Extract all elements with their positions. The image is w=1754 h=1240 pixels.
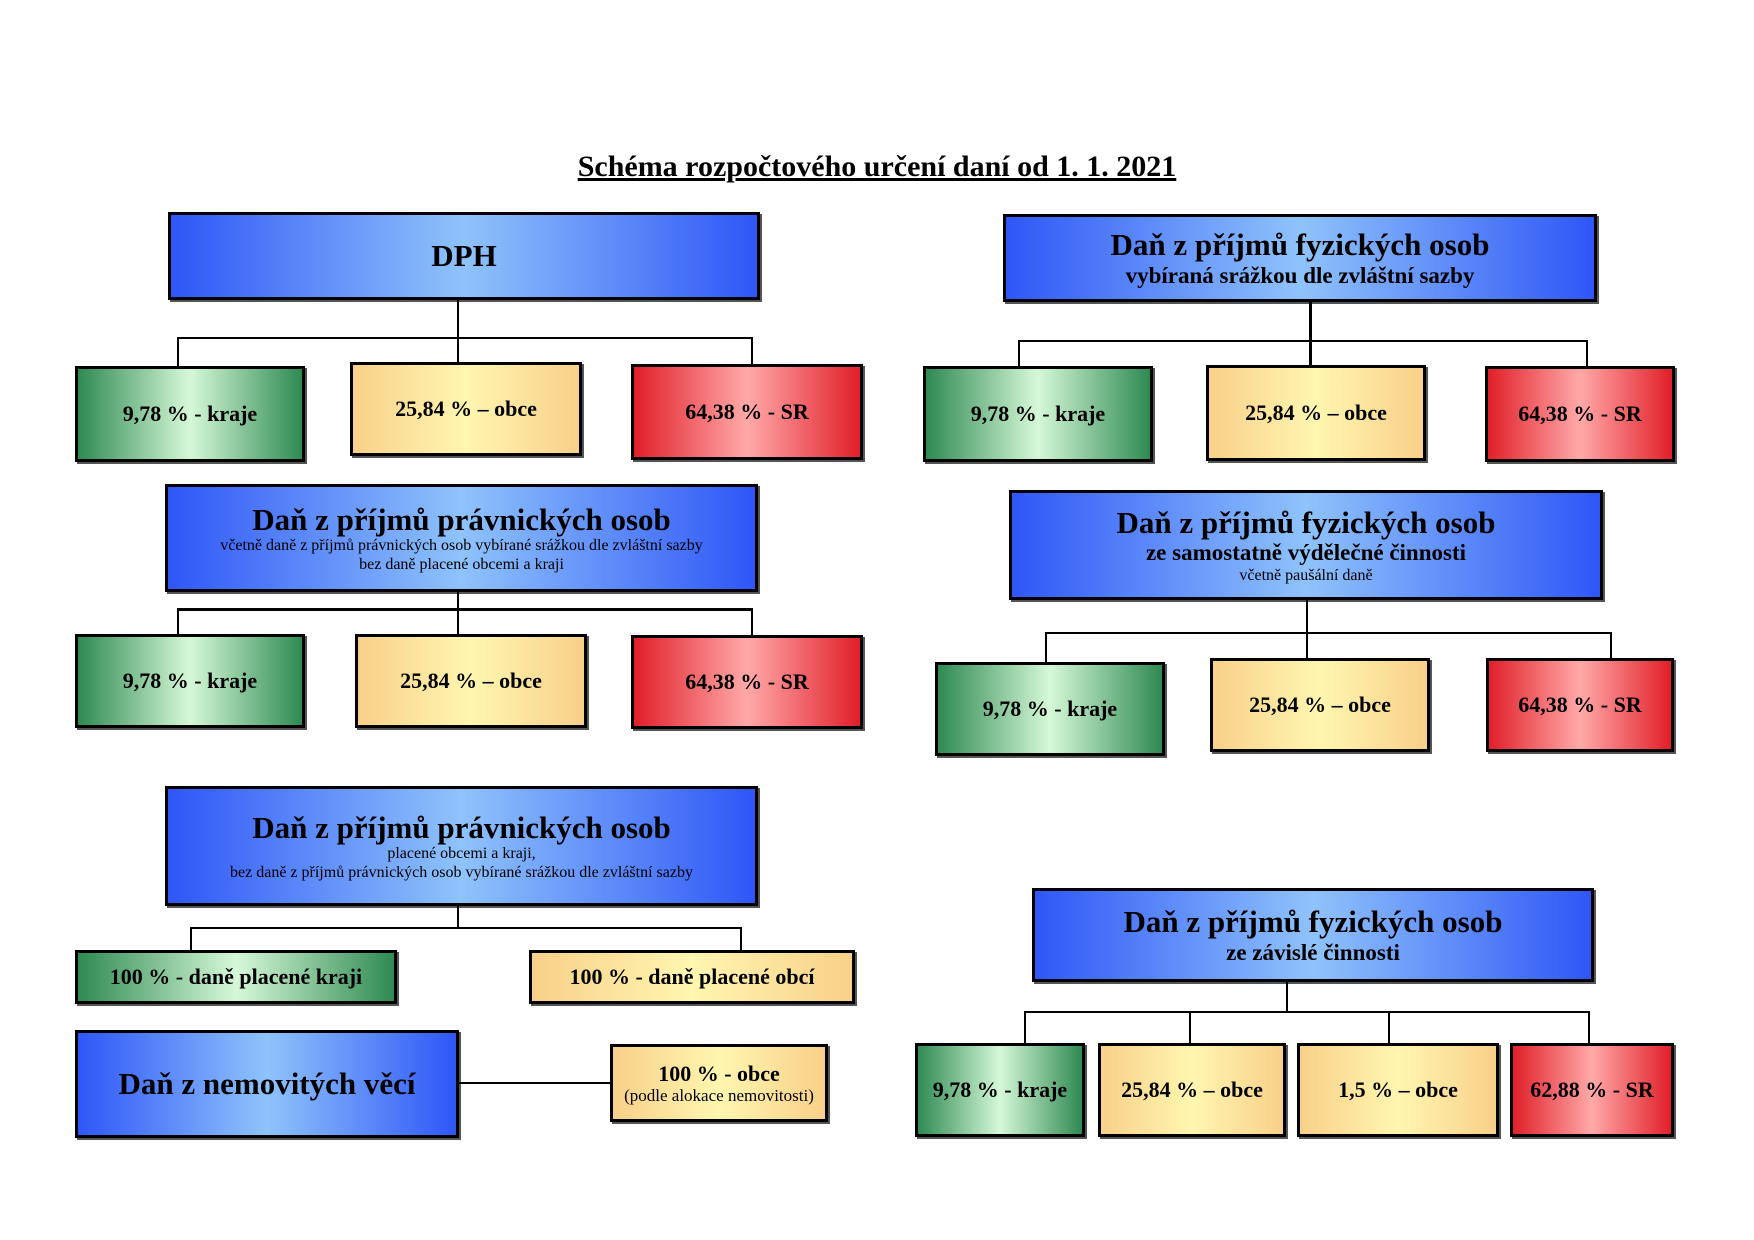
connector xyxy=(1045,632,1612,634)
dpfo-zavisla-kraje-label: 9,78 % - kraje xyxy=(932,1077,1068,1103)
connector xyxy=(177,337,752,339)
connector xyxy=(1586,340,1588,367)
dnv-title: Daň z nemovitých věcí xyxy=(118,1066,416,1102)
dpfo-srazka-box: Daň z příjmů fyzických osob vybíraná srá… xyxy=(1003,214,1597,302)
dppo-note1: včetně daně z příjmů právnických osob vy… xyxy=(220,537,703,555)
dpfo-osvc-obce-box: 25,84 % – obce xyxy=(1210,658,1430,752)
dph-box: DPH xyxy=(168,212,760,300)
dpfo-zavisla-title: Daň z příjmů fyzických osob xyxy=(1123,903,1503,939)
dppo-obce-kraje-box: Daň z příjmů právnických osob placené ob… xyxy=(165,786,758,906)
connector xyxy=(457,300,459,338)
dpfo-osvc-note: včetně paušální daně xyxy=(1239,566,1373,584)
dpfo-zavisla-box: Daň z příjmů fyzických osob ze závislé č… xyxy=(1032,888,1594,982)
dppo-obce-label: 25,84 % – obce xyxy=(400,668,542,694)
dpfo-srazka-kraje-box: 9,78 % - kraje xyxy=(923,366,1153,462)
dph-title: DPH xyxy=(431,238,497,274)
dpfo-osvc-subtitle: ze samostatně výdělečné činnosti xyxy=(1145,540,1467,566)
dnv-box: Daň z nemovitých věcí xyxy=(75,1030,459,1138)
dpfo-zavisla-sr-label: 62,88 % - SR xyxy=(1530,1077,1654,1103)
dpfo-osvc-obce-label: 25,84 % – obce xyxy=(1249,692,1391,718)
connector xyxy=(177,608,752,611)
dnv-obce-box: 100 % - obce (podle alokace nemovitosti) xyxy=(610,1044,828,1122)
connector xyxy=(1018,340,1020,367)
dpfo-osvc-sr-box: 64,38 % - SR xyxy=(1486,658,1674,752)
dppo-obce-kraje-obce-label: 100 % - daně placené obcí xyxy=(569,964,815,990)
dpfo-srazka-subtitle: vybíraná srážkou dle zvláštní sazby xyxy=(1125,262,1475,288)
dph-sr-box: 64,38 % - SR xyxy=(631,364,863,460)
dppo-box: Daň z příjmů právnických osob včetně dan… xyxy=(165,484,758,592)
dpfo-osvc-kraje-label: 9,78 % - kraje xyxy=(982,696,1118,722)
connector xyxy=(1286,982,1288,1012)
dph-sr-label: 64,38 % - SR xyxy=(685,399,809,425)
connector xyxy=(457,592,459,635)
dppo-obce-kraje-note2: bez daně z příjmů právnických osob vybír… xyxy=(230,863,693,881)
connector xyxy=(1588,1011,1590,1043)
dpfo-zavisla-obce2-box: 1,5 % – obce xyxy=(1297,1043,1499,1137)
connector xyxy=(751,608,753,635)
dppo-obce-kraje-title: Daň z příjmů právnických osob xyxy=(252,809,671,845)
dpfo-zavisla-obce2-label: 1,5 % – obce xyxy=(1338,1077,1458,1103)
dpfo-zavisla-obce1-label: 25,84 % – obce xyxy=(1121,1077,1263,1103)
connector xyxy=(177,337,179,366)
dpfo-osvc-title: Daň z příjmů fyzických osob xyxy=(1116,504,1496,540)
dpfo-osvc-box: Daň z příjmů fyzických osob ze samostatn… xyxy=(1009,490,1603,600)
dpfo-zavisla-sr-box: 62,88 % - SR xyxy=(1510,1043,1674,1137)
connector xyxy=(1024,1011,1590,1013)
connector xyxy=(1045,632,1047,662)
connector xyxy=(1189,1011,1191,1043)
dpfo-srazka-title: Daň z příjmů fyzických osob xyxy=(1110,226,1490,262)
dpfo-srazka-obce-box: 25,84 % – obce xyxy=(1206,365,1426,461)
dnv-obce-label: 100 % - obce xyxy=(658,1060,780,1086)
connector xyxy=(740,927,742,951)
connector xyxy=(459,1082,611,1084)
connector xyxy=(1610,632,1612,660)
dppo-title: Daň z příjmů právnických osob xyxy=(252,501,671,537)
connector xyxy=(1309,302,1312,365)
connector xyxy=(751,337,753,366)
dpfo-srazka-obce-label: 25,84 % – obce xyxy=(1245,400,1387,426)
connector xyxy=(1306,600,1308,658)
dpfo-osvc-kraje-box: 9,78 % - kraje xyxy=(935,662,1165,756)
dpfo-zavisla-kraje-box: 9,78 % - kraje xyxy=(915,1043,1085,1137)
dpfo-srazka-sr-box: 64,38 % - SR xyxy=(1485,366,1675,462)
dph-obce-label: 25,84 % – obce xyxy=(395,396,537,422)
dppo-obce-box: 25,84 % – obce xyxy=(355,634,587,728)
dppo-note2: bez daně placené obcemi a kraji xyxy=(359,555,564,573)
dpfo-osvc-sr-label: 64,38 % - SR xyxy=(1518,692,1642,718)
dppo-obce-kraje-kraje-box: 100 % - daně placené kraji xyxy=(75,950,397,1004)
page-title: Schéma rozpočtového určení daní od 1. 1.… xyxy=(577,150,1177,183)
connector xyxy=(190,927,192,951)
connector xyxy=(457,337,459,362)
dnv-obce-note: (podle alokace nemovitosti) xyxy=(624,1085,814,1105)
dppo-kraje-box: 9,78 % - kraje xyxy=(75,634,305,728)
dph-obce-box: 25,84 % – obce xyxy=(350,362,582,456)
dppo-kraje-label: 9,78 % - kraje xyxy=(122,668,258,694)
dpfo-zavisla-subtitle: ze závislé činnosti xyxy=(1226,939,1400,965)
connector xyxy=(1018,340,1588,342)
connector xyxy=(1388,1011,1390,1043)
connector xyxy=(457,906,459,928)
dppo-obce-kraje-kraje-label: 100 % - daně placené kraji xyxy=(109,964,363,990)
connector xyxy=(1024,1011,1026,1043)
dpfo-srazka-kraje-label: 9,78 % - kraje xyxy=(970,401,1106,427)
dph-kraje-label: 9,78 % - kraje xyxy=(122,401,258,427)
connector xyxy=(190,927,742,929)
dpfo-srazka-sr-label: 64,38 % - SR xyxy=(1518,401,1642,427)
connector xyxy=(177,608,179,635)
dppo-sr-label: 64,38 % - SR xyxy=(685,669,809,695)
dppo-sr-box: 64,38 % - SR xyxy=(631,635,863,729)
dppo-obce-kraje-obce-box: 100 % - daně placené obcí xyxy=(529,950,855,1004)
dph-kraje-box: 9,78 % - kraje xyxy=(75,366,305,462)
dpfo-zavisla-obce1-box: 25,84 % – obce xyxy=(1098,1043,1286,1137)
dppo-obce-kraje-note1: placené obcemi a kraji, xyxy=(387,845,536,863)
